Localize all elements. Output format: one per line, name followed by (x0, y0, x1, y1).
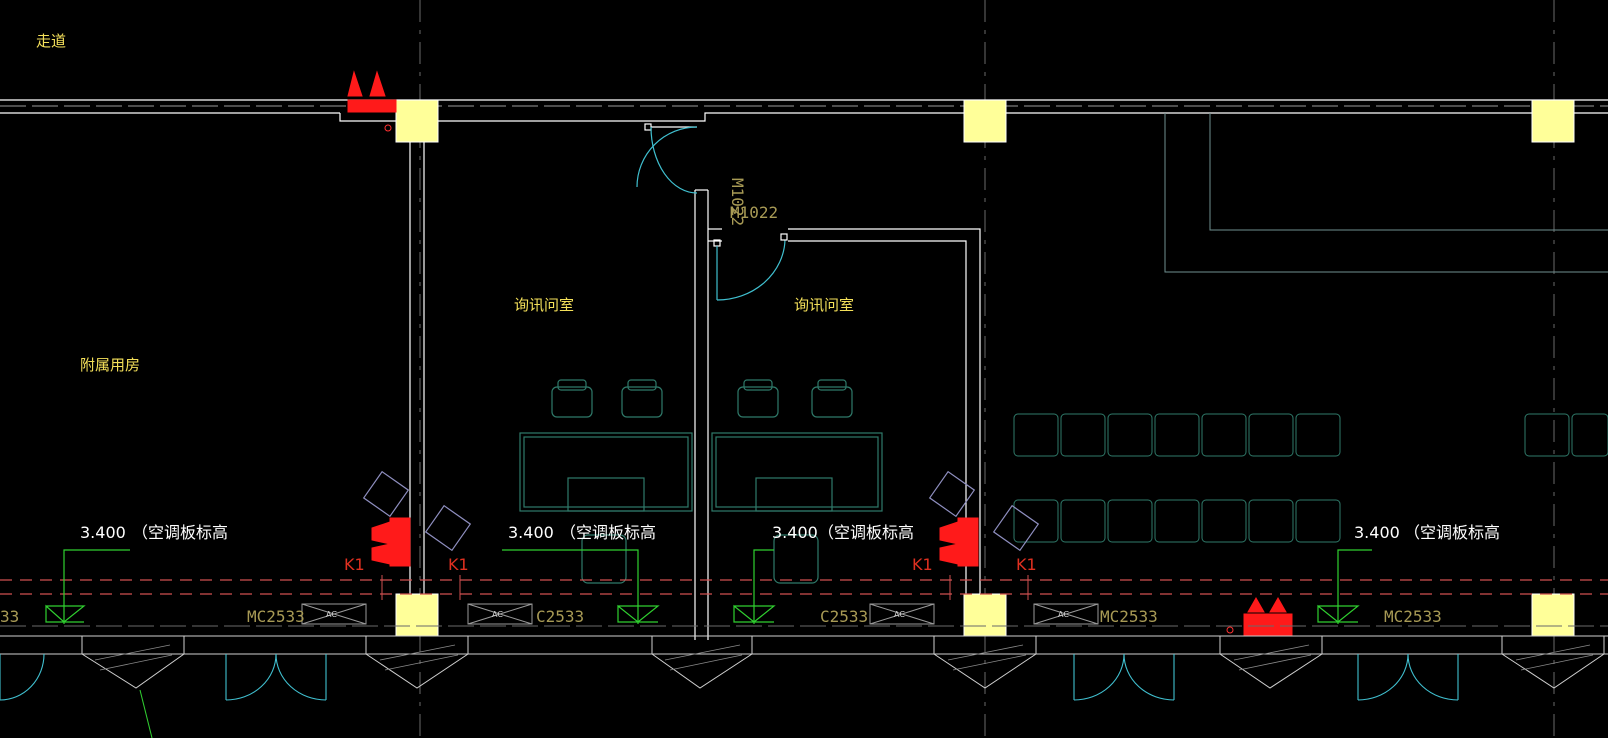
room-label-corridor: 走道 (36, 32, 66, 50)
window-label-c2533-left: C2533 (536, 607, 584, 626)
pilaster-hatch (94, 644, 1594, 671)
k1-marker: K1 (1016, 555, 1037, 574)
room-label-interrogation-1: 询讯问室 (514, 296, 574, 314)
elevation-value: 3.400 (508, 523, 554, 542)
ac-tag: AC (492, 610, 503, 619)
elevation-value: 3.400 (1354, 523, 1400, 542)
columns (395, 99, 1575, 637)
hatched-pilasters (81, 635, 1605, 689)
ac-tag-boxes (301, 603, 1099, 625)
interior-walls (409, 140, 981, 640)
hydrant-node (384, 124, 392, 132)
dashed-axis-lines (0, 579, 1608, 595)
k1-marker: K1 (448, 555, 469, 574)
ac-tag: AC (1058, 610, 1069, 619)
door-label-m1022-vertical: M1022 (728, 178, 747, 226)
axis-grid (419, 0, 1555, 738)
hydrant-symbols (347, 70, 1293, 637)
elevation-text: （空调板标高 (818, 523, 914, 542)
window-label-mc2533-right: MC2533 (1384, 607, 1442, 626)
window-label-mc2533-left: MC2533 (247, 607, 305, 626)
ac-tag: AC (894, 610, 905, 619)
waiting-seats (1013, 413, 1608, 543)
k1-ticks (381, 575, 1029, 600)
outline-rect (1164, 113, 1608, 273)
leader-line (139, 689, 153, 738)
corridor-wall (0, 99, 1608, 122)
elevation-text: （空调板标高 (132, 523, 228, 542)
k1-marker: K1 (344, 555, 365, 574)
window-label-c2533-mid: C2533 (820, 607, 868, 626)
room-label-annex: 附属用房 (80, 356, 140, 374)
k1-marker: K1 (912, 555, 933, 574)
facade-walls (0, 625, 1608, 655)
ac-tag: AC (326, 610, 337, 619)
window-label-mc2533-mid: MC2533 (1100, 607, 1158, 626)
elevation-markers (45, 549, 1372, 624)
exterior-doors (0, 653, 1459, 701)
elevation-text: （空调板标高 (560, 523, 656, 542)
door-label-m1022: M1022 (730, 203, 778, 222)
hydrant-node (1226, 626, 1234, 634)
furniture (519, 379, 883, 584)
door-m1022 (713, 233, 788, 301)
elevation-value: 3.400 (80, 523, 126, 542)
door-m1022-top (636, 123, 698, 194)
window-label-partial: 33 (0, 607, 19, 626)
elevation-text: （空调板标高 (1404, 523, 1500, 542)
room-label-interrogation-2: 询讯问室 (794, 296, 854, 314)
elevation-value: 3.400 (772, 523, 818, 542)
ac-units (362, 470, 1040, 552)
